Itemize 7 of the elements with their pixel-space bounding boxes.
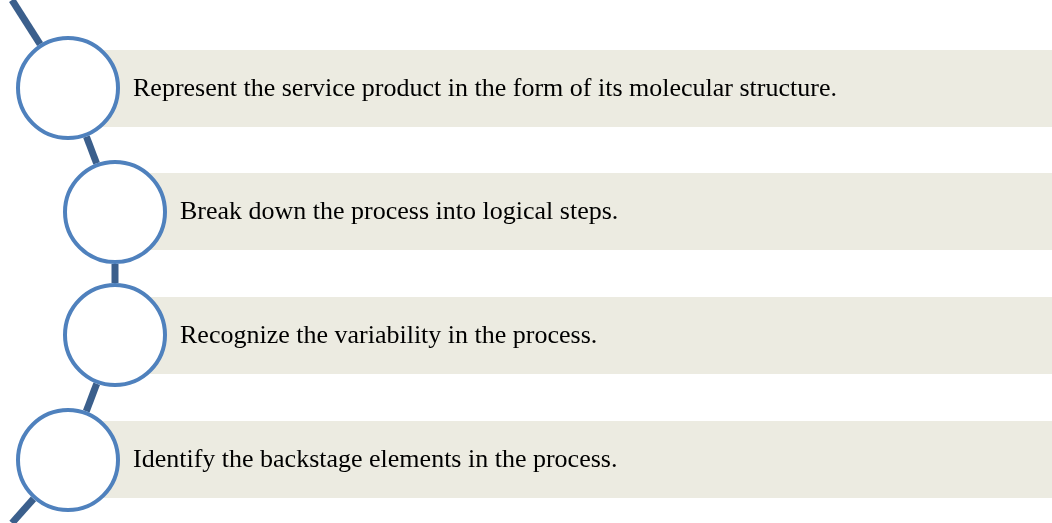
step-bar xyxy=(150,173,1052,250)
step-text: Recognize the variability in the process. xyxy=(180,319,598,352)
step-bar xyxy=(150,297,1052,374)
step-text: Break down the process into logical steps. xyxy=(180,195,619,228)
connector-line xyxy=(111,264,119,283)
step-text: Represent the service product in the form of its molecular structure. xyxy=(133,72,837,105)
step-text: Identify the backstage elements in the process. xyxy=(133,443,618,476)
